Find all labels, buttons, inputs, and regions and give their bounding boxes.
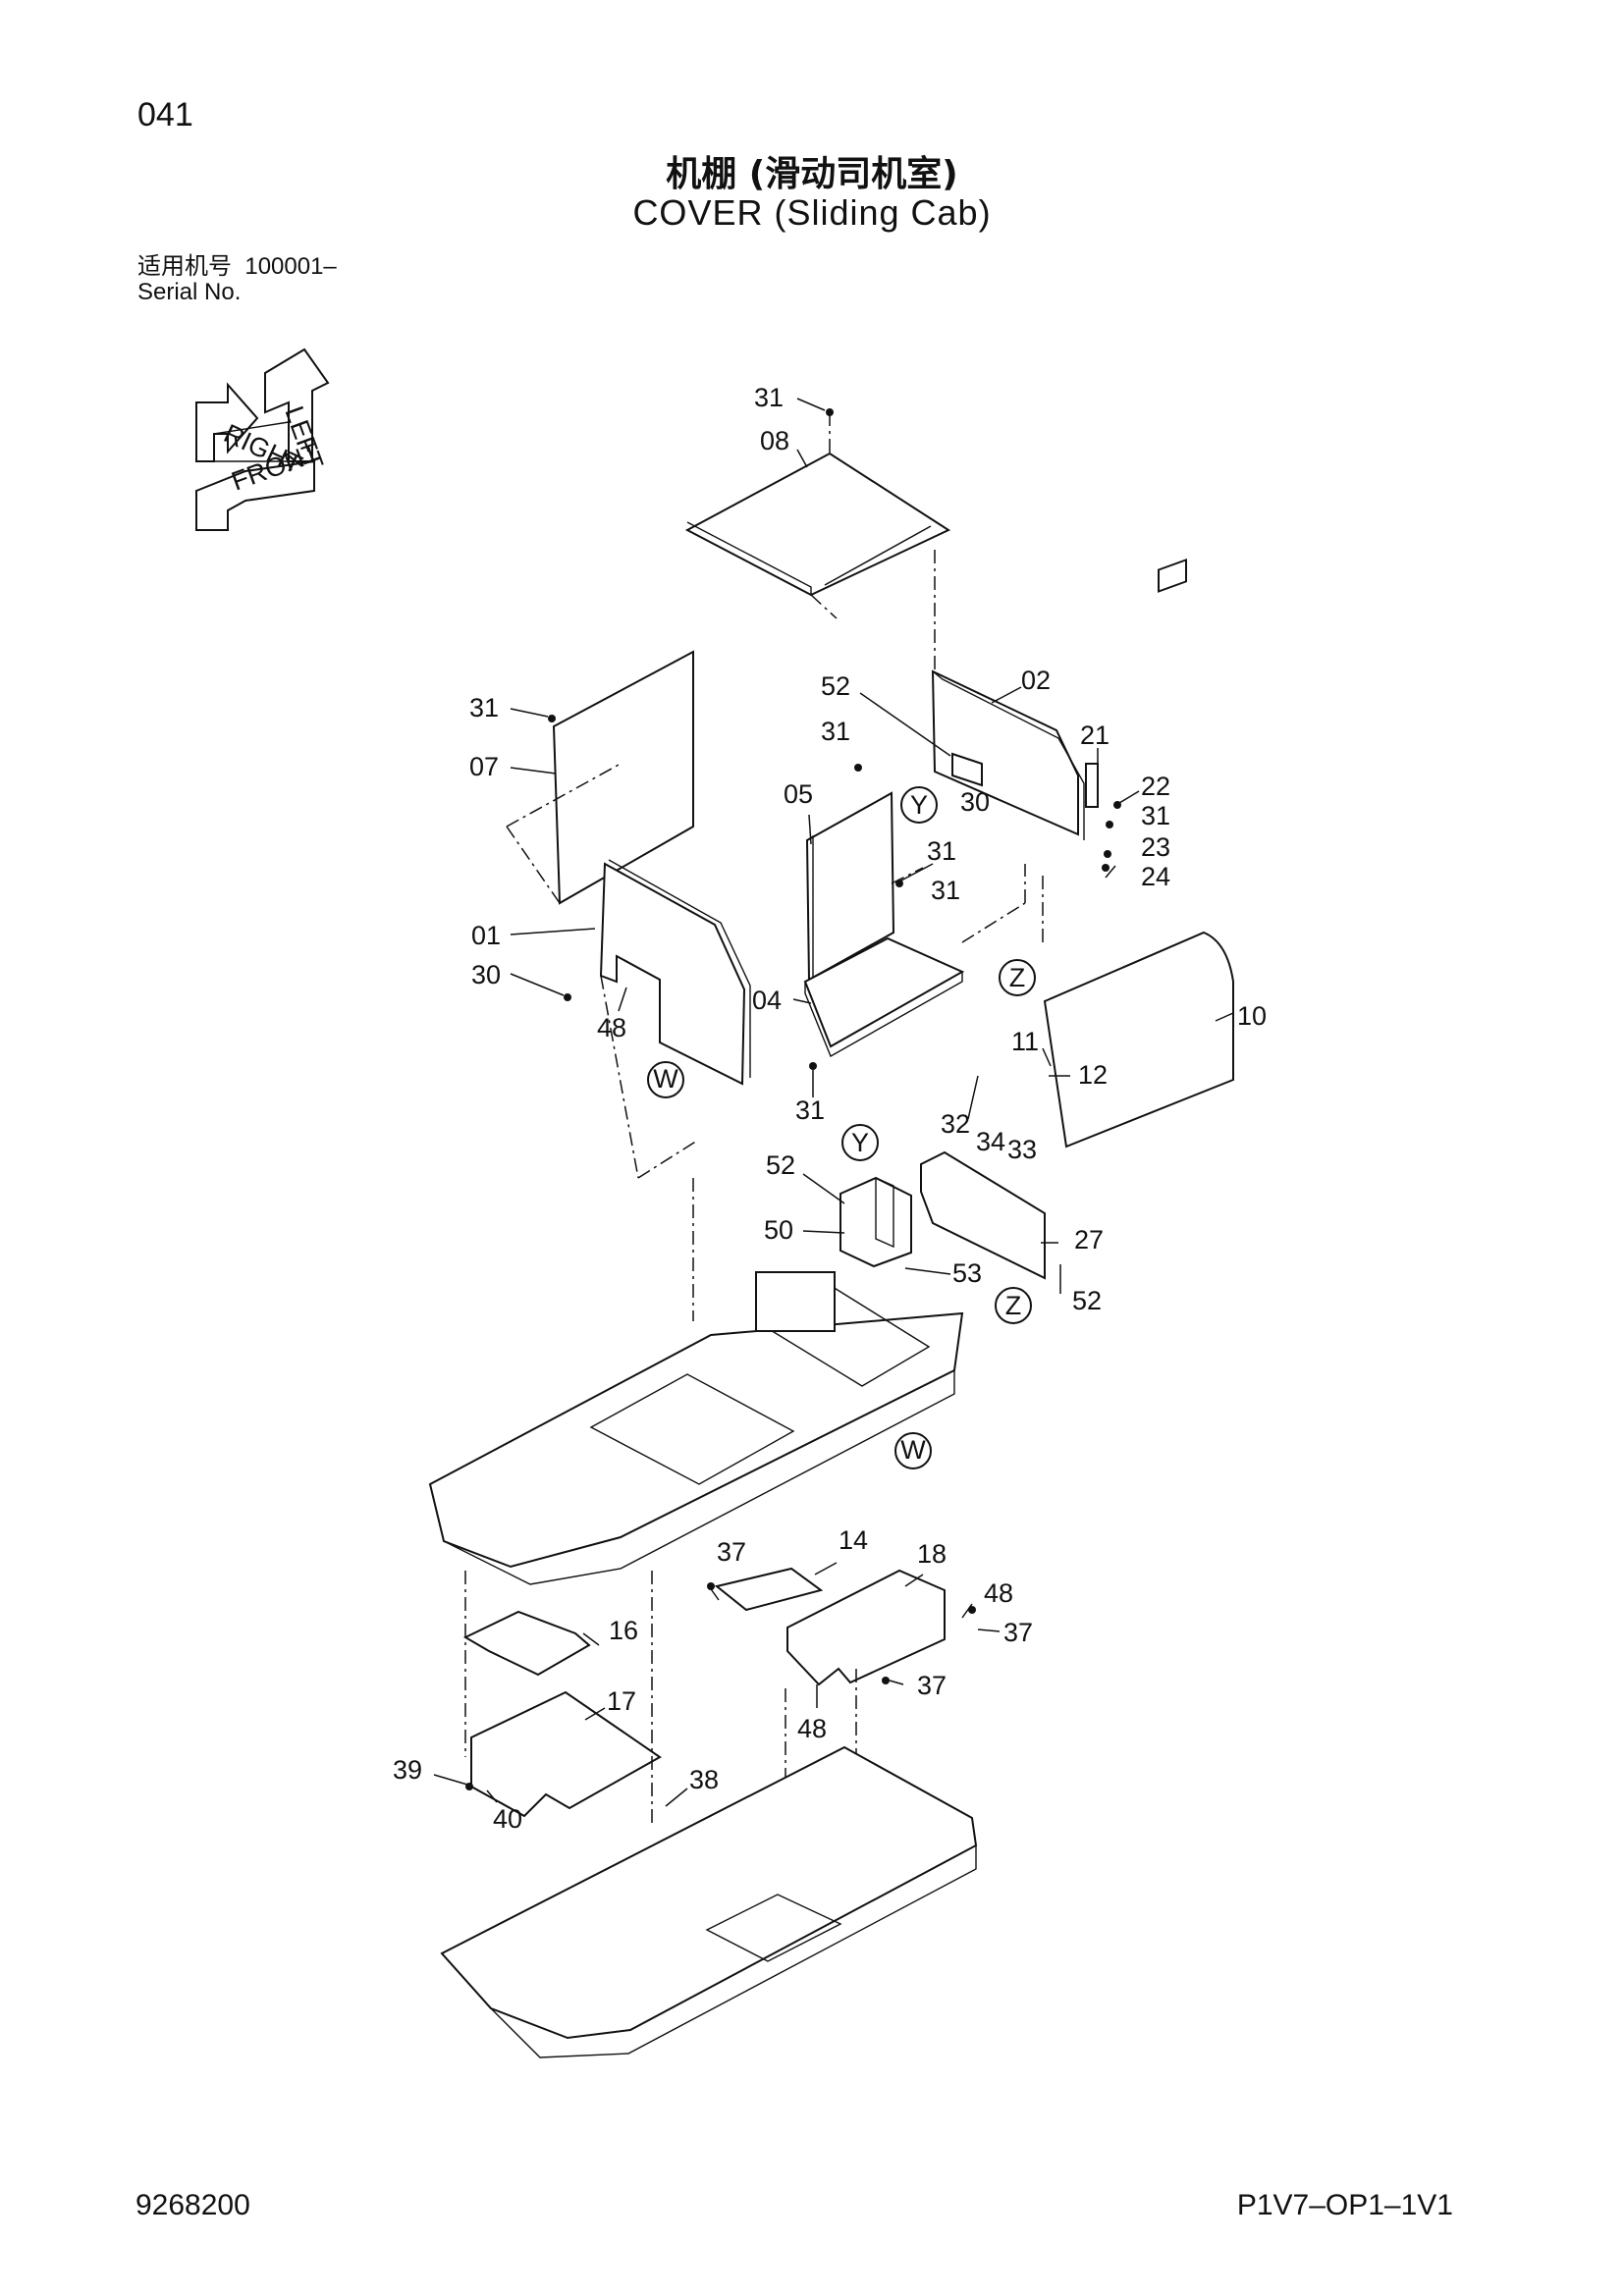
callout-50: 50: [764, 1215, 793, 1245]
callout-37: 37: [917, 1671, 947, 1700]
callout-18: 18: [917, 1539, 947, 1569]
page-title-cn: 机棚 (滑动司机室): [666, 154, 958, 194]
serial-block: 适用机号 100001– Serial No.: [137, 253, 337, 305]
callout-52: 52: [821, 671, 850, 701]
drawing-number: 9268200: [135, 2189, 250, 2221]
callout-31: 31: [754, 383, 784, 412]
part-07-panel: [506, 650, 694, 905]
svg-text:Z: Z: [1009, 963, 1026, 992]
ref-marker-w1: W: [647, 1061, 684, 1098]
part-14-plate: [714, 1567, 824, 1612]
ref-marker-z1: Z: [999, 959, 1036, 996]
callout-21: 21: [1080, 721, 1110, 750]
part-16-cover: [462, 1610, 591, 1677]
callout-52: 52: [766, 1150, 795, 1180]
ref-marker-w2: W: [894, 1432, 932, 1469]
callout-31: 31: [821, 717, 850, 746]
part-50-bracket: [839, 1176, 912, 1268]
svg-text:Y: Y: [851, 1128, 869, 1157]
serial-label-cn: 适用机号: [137, 252, 232, 280]
callout-48: 48: [984, 1578, 1013, 1608]
orientation-marker: RIGHT LEFT FRONT: [195, 347, 330, 531]
callout-01: 01: [471, 921, 501, 950]
callout-37: 37: [717, 1537, 746, 1567]
callout-38: 38: [689, 1765, 719, 1794]
part-08-roof-plate: [684, 412, 951, 677]
callout-31: 31: [469, 693, 499, 722]
callout-52: 52: [1072, 1286, 1102, 1315]
callout-22: 22: [1141, 772, 1170, 801]
callout-31: 31: [931, 876, 960, 905]
callout-37: 37: [1003, 1618, 1033, 1647]
part-02-side-panel: [931, 669, 1099, 840]
part-04-tray: [803, 864, 1044, 1058]
callout-14: 14: [839, 1525, 868, 1555]
part-17-cover: [464, 1571, 662, 1826]
callout-05: 05: [784, 779, 813, 809]
svg-text:W: W: [653, 1064, 678, 1094]
lower-frame: [440, 1745, 978, 2058]
callout-48: 48: [597, 1013, 626, 1042]
callout-34: 34: [976, 1127, 1005, 1156]
callout-24: 24: [1141, 862, 1170, 891]
callout-53: 53: [952, 1258, 982, 1288]
page-title-en: COVER (Sliding Cab): [632, 192, 992, 233]
callout-39: 39: [393, 1755, 422, 1785]
leader-lines: [433, 398, 1234, 1807]
serial-label-en: Serial No.: [137, 279, 242, 305]
upper-frame: [428, 1178, 964, 1585]
callout-labels: 31 08 31 07 52 02 21 22 31 23 24 31 05 3…: [393, 383, 1267, 1834]
serial-value: 100001–: [244, 253, 337, 280]
callout-27: 27: [1074, 1225, 1104, 1255]
callout-17: 17: [607, 1686, 636, 1716]
model-code: P1V7–OP1–1V1: [1236, 2189, 1453, 2221]
callout-16: 16: [609, 1616, 638, 1645]
callout-40: 40: [493, 1804, 522, 1834]
part-01-side-panel: [599, 859, 751, 1179]
part-27-plate: [920, 1150, 1046, 1280]
callout-23: 23: [1141, 832, 1170, 862]
callout-07: 07: [469, 752, 499, 781]
svg-text:Y: Y: [910, 790, 928, 820]
svg-text:Z: Z: [1005, 1291, 1022, 1320]
ref-marker-y2: Y: [841, 1124, 879, 1161]
callout-30: 30: [471, 960, 501, 989]
ref-marker-z2: Z: [995, 1287, 1032, 1324]
callout-12: 12: [1078, 1060, 1108, 1090]
callout-04: 04: [752, 986, 782, 1015]
callout-31: 31: [795, 1095, 825, 1125]
callout-32: 32: [941, 1109, 970, 1139]
callout-33: 33: [1007, 1135, 1037, 1164]
part-10-door-cover: [1043, 558, 1234, 1148]
callout-08: 08: [760, 426, 789, 455]
page-number: 041: [137, 96, 193, 133]
ref-marker-y1: Y: [900, 786, 938, 824]
callout-31: 31: [927, 836, 956, 866]
callout-11: 11: [1011, 1027, 1039, 1056]
svg-text:W: W: [900, 1435, 926, 1465]
callout-48: 48: [797, 1714, 827, 1743]
callout-31: 31: [1141, 801, 1170, 830]
callout-10: 10: [1237, 1001, 1267, 1031]
callout-30: 30: [960, 787, 990, 817]
callout-02: 02: [1021, 666, 1051, 695]
